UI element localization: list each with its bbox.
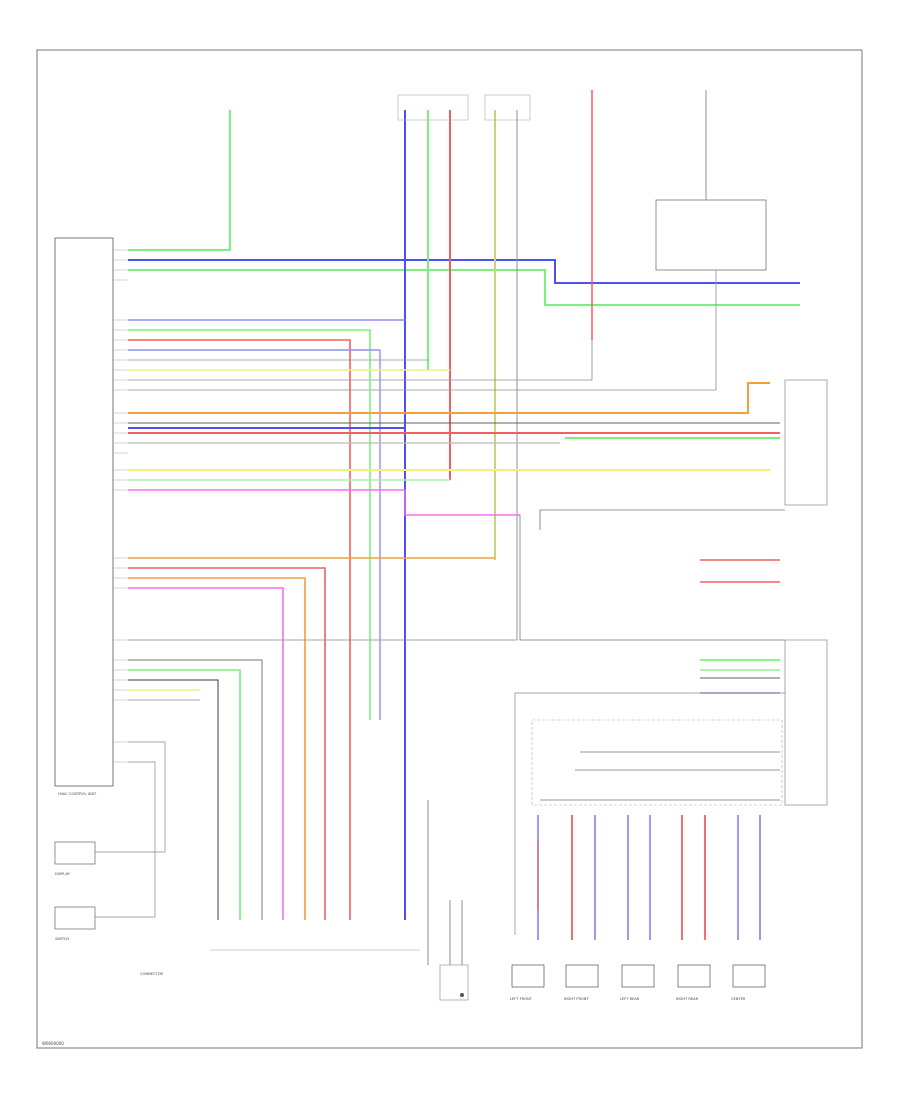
speaker-center [732,964,766,988]
wire-green-670 [128,669,241,920]
speaker-label-2: RIGHT FRONT [564,997,589,1001]
speaker-right-rear [677,964,711,988]
wire-gray-mid-box2 [539,509,785,530]
wire-green-top-left [128,110,231,251]
wire-violet-350 [128,349,381,720]
speaker-label-5: CENTER [731,997,746,1001]
wire-gray-left-bottom-2 [95,761,156,918]
wire-gray-left-bottom-1 [95,741,166,853]
footer-code: W0000000 [42,1041,64,1046]
speaker-left-front [511,964,545,988]
left-bottom-label-2: SWITCH [55,937,69,941]
wire-pink-490 [128,489,520,516]
top-connector-group [397,94,531,121]
speaker-label-4: RIGHT REAR [676,997,699,1001]
right-lower-box [784,639,828,806]
wire-red-568 [128,567,326,920]
speaker-right-front [565,964,599,988]
speaker-feed-box [531,719,783,806]
bottom-connector-label: CONNECTOR [140,972,164,976]
wire-gray-660 [128,659,263,920]
main-module-pins [113,249,128,763]
speaker-left-rear [621,964,655,988]
wire-green-mid [128,269,800,306]
side-module-box [784,379,828,506]
ground-connector [439,964,469,1001]
wire-red-340 [128,339,351,920]
wire-orange-413 [128,382,770,414]
wire-gray-lower-bracket [514,692,785,935]
wire-orange-578 [128,577,306,920]
ground-point [460,993,464,997]
left-bottom-box-2 [54,906,96,930]
diagram-frame [36,49,863,1049]
main-module-box [54,237,114,787]
relay-box [655,199,767,271]
wire-gray-relay-down [128,270,717,391]
left-bottom-label-1: DISPLAY [55,872,71,876]
wire-pink-588 [128,587,284,920]
wire-green-330 [128,329,371,720]
speaker-label-3: LEFT REAR [620,997,640,1001]
wire-blue-top [128,259,800,284]
speaker-row [511,964,766,988]
left-bottom-box-1 [54,841,96,865]
wire-gray-mid-box [519,515,785,641]
main-module-label: HVAC CONTROL UNIT [58,792,97,796]
wire-dark-680 [128,679,219,920]
wire-gray-right-vertical [128,340,593,381]
speaker-wires [537,815,761,940]
speaker-label-1: LEFT FRONT [510,997,533,1001]
